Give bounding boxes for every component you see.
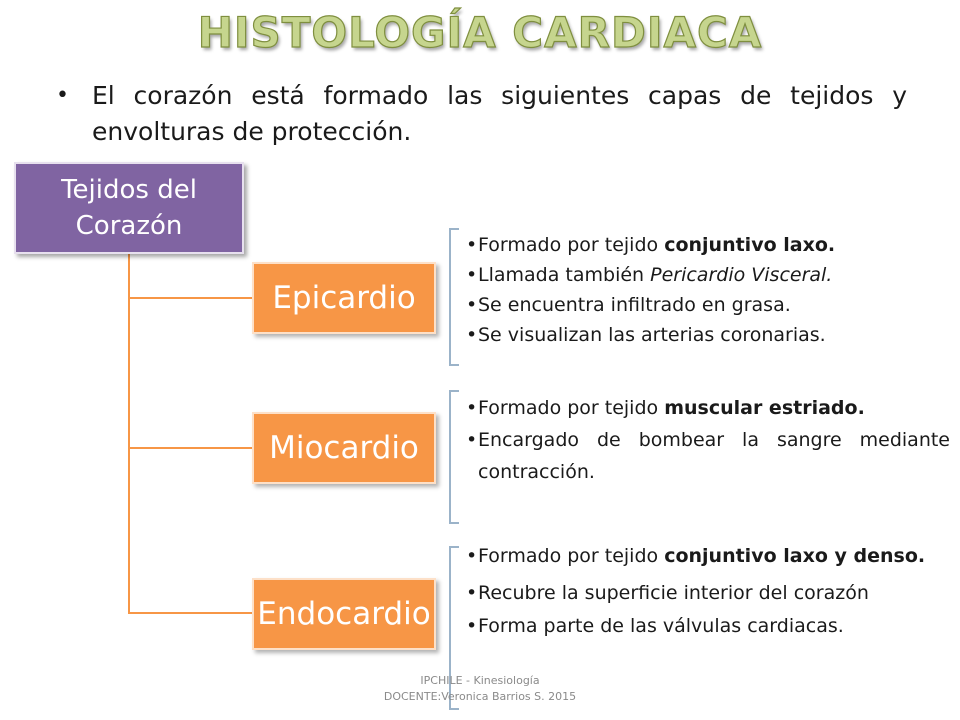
node-endocardio: Endocardio [252,578,436,650]
list-item: Forma parte de las válvulas cardiacas. [466,610,950,643]
list-item: Recubre la superficie interior del coraz… [466,577,950,610]
node-miocardio: Miocardio [252,412,436,484]
desc-miocardio: Formado por tejido muscular estriado. En… [466,392,950,488]
root-label-line1: Tejidos del [61,175,197,205]
connector-epicardio [128,297,252,299]
list-item: Llamada también Pericardio Visceral. [466,260,950,290]
desc-endocardio: Formado por tejido conjuntivo laxo y den… [466,540,950,643]
list-item: Se visualizan las arterias coronarias. [466,320,950,350]
root-label-line2: Corazón [75,211,183,241]
connector-miocardio [128,447,252,449]
connector-trunk [128,254,130,614]
slide-title: HISTOLOGÍA CARDIACA [197,7,763,57]
footer-line1: IPCHILE - Kinesiología [420,674,540,687]
footer: IPCHILE - Kinesiología DOCENTE:Veronica … [340,673,620,705]
list-item: Formado por tejido conjuntivo laxo. [466,230,950,260]
connector-endocardio [128,612,252,614]
bracket-epicardio [449,228,459,366]
footer-line2: DOCENTE:Veronica Barrios S. 2015 [383,690,577,703]
node-epicardio: Epicardio [252,262,436,334]
list-item: Se encuentra infiltrado en grasa. [466,290,950,320]
desc-epicardio: Formado por tejido conjuntivo laxo. Llam… [466,230,950,350]
list-item: Formado por tejido conjuntivo laxo y den… [466,540,950,573]
list-item: Encargado de bombear la sangre mediante … [466,424,950,488]
bracket-miocardio [449,390,459,524]
list-item: Formado por tejido muscular estriado. [466,392,950,424]
bracket-endocardio [449,546,459,710]
intro-text: El corazón está formado las siguientes c… [92,81,907,146]
root-node-tejidos: Tejidos del Corazón [14,162,244,254]
bullet-icon: • [56,83,69,108]
